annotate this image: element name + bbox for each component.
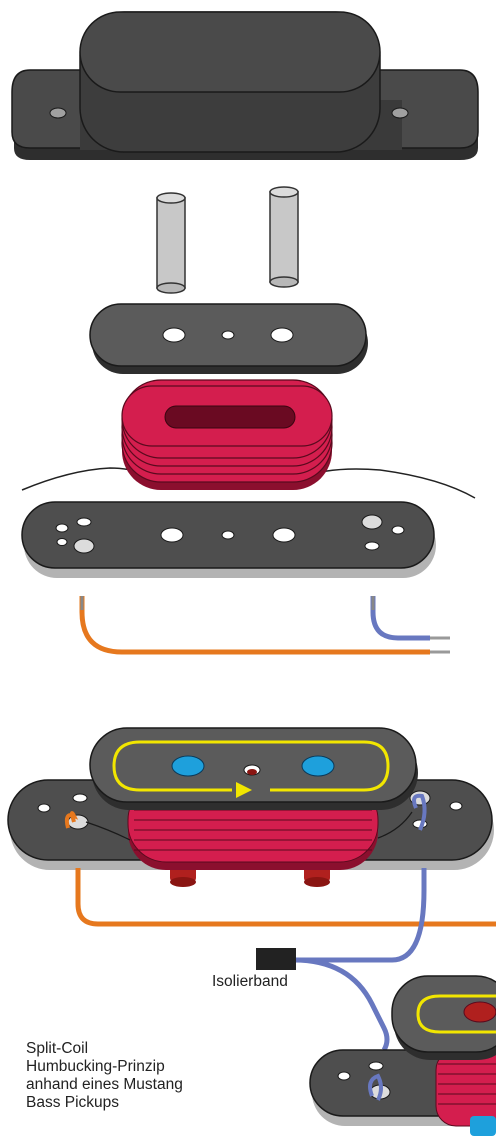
magnet-rods bbox=[157, 187, 298, 293]
pickup-cover bbox=[12, 12, 478, 160]
mount-hole-left-icon bbox=[50, 108, 66, 118]
mount-hole-right-icon bbox=[392, 108, 408, 118]
assembled-pickup-upper bbox=[8, 728, 494, 887]
caption: Split-Coil Humbucking-Prinzip anhand ein… bbox=[26, 1040, 183, 1112]
caption-line: anhand eines Mustang bbox=[26, 1076, 183, 1094]
insulation-tape-label: Isolierband bbox=[212, 973, 288, 991]
top-plate bbox=[90, 304, 368, 374]
assembled-pickup-lower bbox=[310, 976, 496, 1136]
caption-line: Bass Pickups bbox=[26, 1094, 183, 1112]
insulation-tape bbox=[256, 948, 296, 970]
magnet-rod-right bbox=[270, 187, 298, 287]
magnet-rod-left bbox=[157, 193, 185, 293]
base-plate bbox=[22, 502, 436, 578]
coil-bobbin bbox=[22, 380, 475, 498]
caption-line: Split-Coil bbox=[26, 1040, 183, 1058]
caption-line: Humbucking-Prinzip bbox=[26, 1058, 183, 1076]
lead-wires bbox=[82, 596, 450, 652]
